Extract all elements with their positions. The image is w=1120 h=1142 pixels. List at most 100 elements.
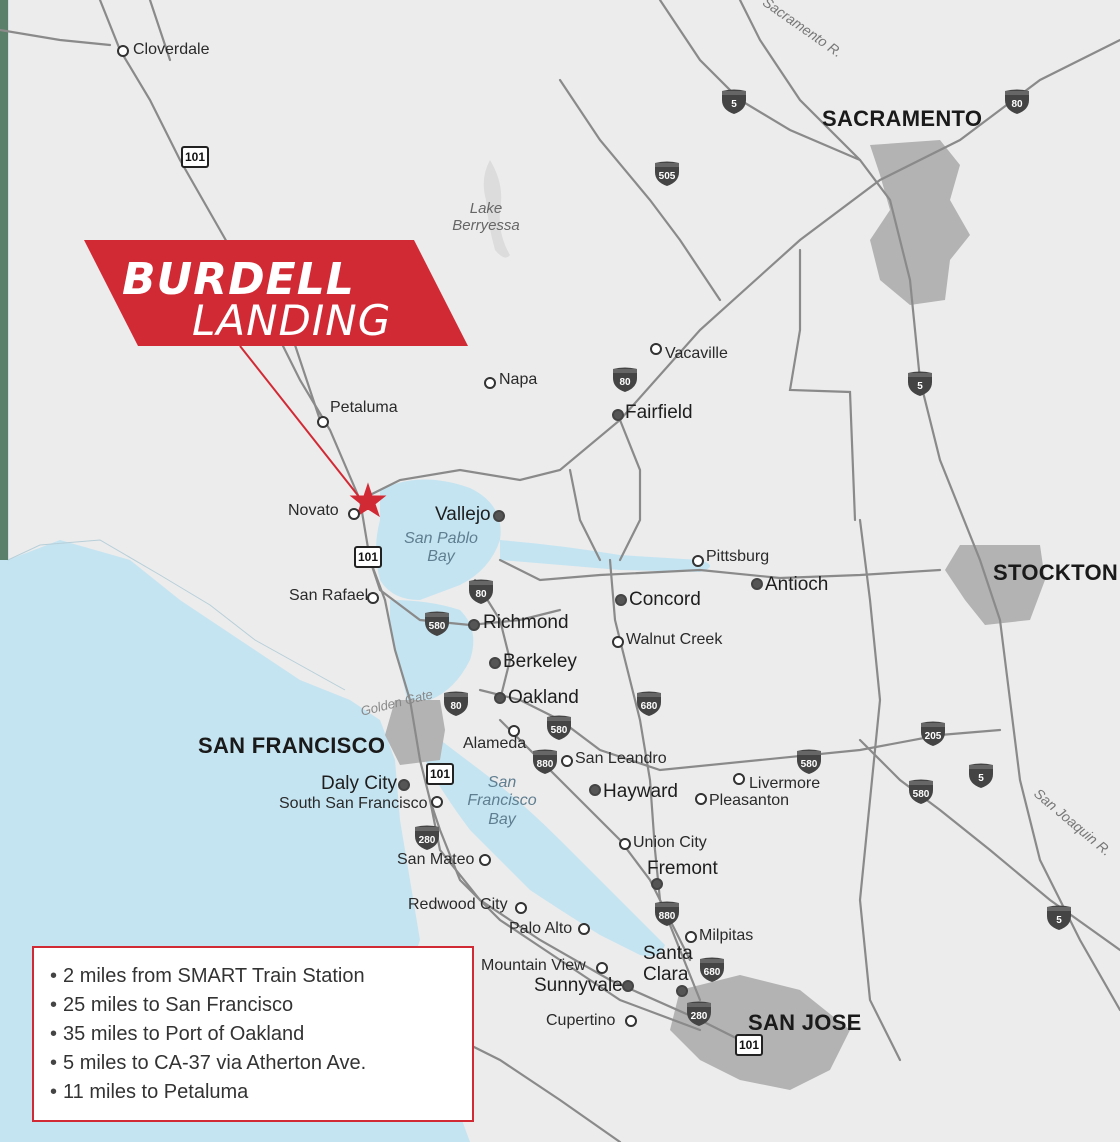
i680-shield-icon: 680 — [699, 956, 725, 982]
dot-richmond — [468, 619, 480, 631]
label-lake-berryessa: Lake Berryessa — [452, 200, 520, 235]
dot-san-rafael — [367, 592, 379, 604]
dot-fairfield — [612, 409, 624, 421]
label-novato: Novato — [288, 502, 339, 519]
label-stockton: STOCKTON — [993, 560, 1119, 585]
i580-shield-icon: 580 — [908, 778, 934, 804]
dot-alameda — [508, 725, 520, 737]
label-hayward: Hayward — [603, 781, 678, 802]
burdell-landing-banner: BURDELL LANDING — [84, 240, 468, 346]
label-san-leandro: San Leandro — [575, 750, 667, 767]
dot-berkeley — [489, 657, 501, 669]
label-richmond: Richmond — [483, 612, 569, 633]
label-napa: Napa — [499, 371, 538, 388]
label-san-mateo: San Mateo — [397, 851, 475, 868]
i880-shield-icon: 880 — [654, 900, 680, 926]
dot-fremont — [651, 878, 663, 890]
label-concord: Concord — [629, 589, 701, 610]
distance-item: 25 miles to San Francisco — [50, 991, 472, 1020]
label-palo-alto: Palo Alto — [509, 920, 573, 937]
label-santa-clara: Santa Clara — [643, 943, 693, 985]
dot-daly-city — [398, 779, 410, 791]
us101-shield-icon: 101 — [181, 146, 209, 168]
dot-pleasanton — [695, 793, 707, 805]
burdell-landing-star-marker — [349, 482, 387, 518]
label-union-city: Union City — [633, 834, 707, 851]
i280-shield-icon: 280 — [414, 824, 440, 850]
i205-shield-icon: 205 — [920, 720, 946, 746]
i80-shield-icon: 80 — [468, 578, 494, 604]
dot-napa — [484, 377, 496, 389]
label-vallejo: Vallejo — [435, 504, 491, 525]
dot-vallejo — [493, 510, 505, 522]
i80-shield-icon: 80 — [1004, 88, 1030, 114]
label-livermore: Livermore — [749, 775, 821, 792]
banner-line-2: LANDING — [192, 296, 392, 345]
label-oakland: Oakland — [508, 687, 579, 708]
dot-novato — [348, 508, 360, 520]
i280-shield-icon: 280 — [686, 1000, 712, 1026]
label-san-francisco: SAN FRANCISCO — [198, 733, 386, 758]
i80-shield-icon: 80 — [612, 366, 638, 392]
label-fairfield: Fairfield — [625, 402, 693, 423]
label-daly-city: Daly City — [321, 773, 398, 794]
label-vacaville: Vacaville — [665, 345, 728, 362]
label-san-pablo-bay: San Pablo Bay — [404, 530, 478, 566]
distance-item: 2 miles from SMART Train Station — [50, 962, 472, 991]
dot-hayward — [589, 784, 601, 796]
dot-sunnyvale — [622, 980, 634, 992]
label-san-jose: SAN JOSE — [748, 1010, 862, 1035]
label-san-rafael: San Rafael — [289, 587, 369, 604]
label-sacramento: SACRAMENTO — [822, 106, 983, 131]
i80-shield-icon: 80 — [443, 690, 469, 716]
dot-petaluma — [317, 416, 329, 428]
i680-shield-icon: 680 — [636, 690, 662, 716]
i5-shield-icon: 5 — [721, 88, 747, 114]
dot-pittsburg — [692, 555, 704, 567]
dot-livermore — [733, 773, 745, 785]
distance-item: 11 miles to Petaluma — [50, 1078, 472, 1107]
i5-shield-icon: 5 — [968, 762, 994, 788]
dot-mountain-view — [596, 962, 608, 974]
dot-antioch — [751, 578, 763, 590]
us101-shield-icon: 101 — [735, 1034, 763, 1056]
label-sunnyvale: Sunnyvale — [534, 975, 623, 996]
label-cupertino: Cupertino — [546, 1012, 616, 1029]
dot-cloverdale — [117, 45, 129, 57]
distance-info-box: 2 miles from SMART Train Station 25 mile… — [32, 946, 474, 1122]
label-cloverdale: Cloverdale — [133, 41, 210, 58]
i580-shield-icon: 580 — [424, 610, 450, 636]
i5-shield-icon: 5 — [907, 370, 933, 396]
dot-oakland — [494, 692, 506, 704]
label-south-san-francisco: South San Francisco — [279, 795, 428, 812]
dot-vacaville — [650, 343, 662, 355]
i5-shield-icon: 5 — [1046, 904, 1072, 930]
banner-line-1: BURDELL — [122, 254, 355, 305]
label-mountain-view: Mountain View — [481, 957, 586, 974]
label-walnut-creek: Walnut Creek — [626, 631, 723, 648]
i505-shield-icon: 505 — [654, 160, 680, 186]
dot-redwood-city — [515, 902, 527, 914]
i880-shield-icon: 880 — [532, 748, 558, 774]
label-antioch: Antioch — [765, 574, 829, 595]
dot-san-mateo — [479, 854, 491, 866]
dot-concord — [615, 594, 627, 606]
label-redwood-city: Redwood City — [408, 896, 508, 913]
i580-shield-icon: 580 — [546, 714, 572, 740]
dot-cupertino — [625, 1015, 637, 1027]
distance-item: 35 miles to Port of Oakland — [50, 1020, 472, 1049]
label-pittsburg: Pittsburg — [706, 548, 770, 565]
label-pleasanton: Pleasanton — [709, 792, 790, 809]
label-alameda: Alameda — [463, 735, 527, 752]
dot-palo-alto — [578, 923, 590, 935]
label-sf-bay: San Francisco Bay — [467, 774, 537, 828]
dot-milpitas — [685, 931, 697, 943]
distance-list: 2 miles from SMART Train Station 25 mile… — [50, 962, 472, 1107]
dot-union-city — [619, 838, 631, 850]
us101-shield-icon: 101 — [426, 763, 454, 785]
distance-item: 5 miles to CA-37 via Atherton Ave. — [50, 1049, 472, 1078]
i580-shield-icon: 580 — [796, 748, 822, 774]
dot-walnut-creek — [612, 636, 624, 648]
label-fremont: Fremont — [647, 858, 718, 879]
